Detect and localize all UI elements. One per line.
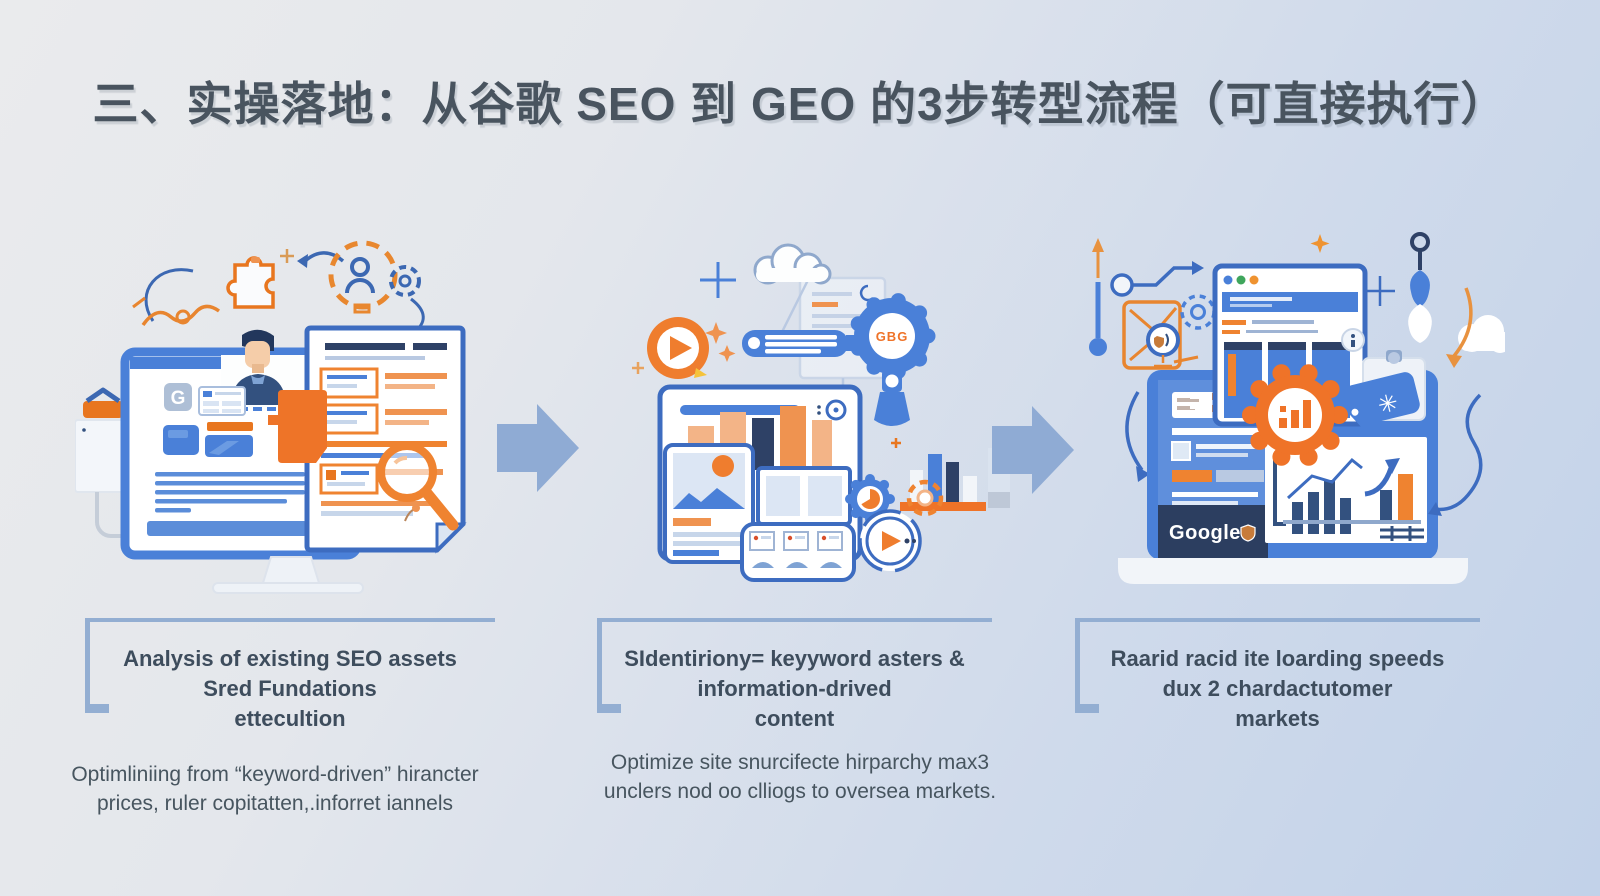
orange-gear-analytics-icon — [1242, 364, 1348, 466]
caption-line: Sred Fundations — [203, 676, 377, 701]
thumb-block — [163, 425, 199, 455]
sparkle-icon — [705, 322, 727, 344]
caption-line: SIdentiriony= keyyword asters & — [624, 646, 965, 671]
browser-logo-letter: G — [171, 388, 186, 409]
zigzag-arrow-icon — [1110, 261, 1204, 297]
note-line: Optimliniing from “keyword-driven” hiran… — [71, 763, 479, 786]
dashed-ring-icon — [906, 479, 944, 517]
caption-bracket — [597, 618, 992, 713]
gear-key-head: GBG — [850, 293, 936, 426]
step-1-caption: Analysis of existing SEO assets Sred Fun… — [85, 618, 495, 734]
thermometer-icon — [1089, 238, 1107, 356]
price-tag-icon: ✳ — [1338, 372, 1420, 427]
two-pane-window-icon — [756, 466, 852, 526]
caption-line: markets — [1235, 706, 1320, 731]
step-3-caption: Raarid racid ite loarding speeds dux 2 c… — [1075, 618, 1480, 734]
speed-analytics-illustration: Google — [1089, 232, 1505, 584]
puzzle-piece-icon — [226, 256, 275, 309]
plus-icon — [700, 262, 736, 298]
sparkle-icon — [718, 345, 736, 362]
note-line: Optimize site snurcifecte hirparchy max3 — [610, 751, 990, 774]
caption-line: Analysis of existing SEO assets — [123, 646, 457, 671]
caption-line: content — [754, 706, 835, 731]
step-2-caption: SIdentiriony= keyyword asters & informat… — [597, 618, 992, 734]
google-brand-strip: Google — [1158, 505, 1268, 560]
user-dashed-circle-icon — [328, 240, 398, 314]
step-1-note: Optimliniing from “keyword-driven” hiran… — [30, 760, 520, 818]
keyword-key-icon: GBG — [742, 293, 936, 426]
video-strip-icon — [740, 522, 856, 582]
curved-arrow-left — [1125, 391, 1144, 472]
note-line: prices, ruler copitatten,.inforret ianne… — [96, 792, 453, 815]
window-dot-orange — [1249, 275, 1259, 285]
caption-line: Raarid racid ite loarding speeds — [1110, 646, 1445, 671]
printer-box-icon — [75, 387, 134, 538]
mini-browser-card — [198, 386, 246, 416]
curved-arrow-orange — [1452, 287, 1473, 358]
monitor-stand — [212, 556, 364, 594]
shield-icon — [1240, 524, 1256, 542]
note-line: unclers nod oo clliogs to oversea market… — [603, 780, 997, 803]
text-lines — [155, 472, 305, 513]
plus-icon — [1365, 276, 1395, 306]
play-badge-icon — [858, 509, 922, 573]
orange-bar — [207, 422, 253, 431]
window-dot-blue — [1223, 275, 1233, 285]
flow-arrow-2 — [992, 406, 1074, 494]
browser-logo-icon: G — [164, 383, 192, 411]
google-brand-label: Google — [1169, 522, 1241, 544]
bottom-band — [147, 521, 307, 536]
gear-outline-icon — [389, 265, 421, 297]
gear-outline-icon — [1180, 294, 1216, 330]
wavy-arrow-right — [1433, 393, 1483, 512]
play-button-icon — [647, 317, 709, 379]
key-gear-label: GBG — [876, 329, 909, 344]
caption-line: ettecultion — [234, 706, 346, 731]
cloud-icon — [1458, 315, 1505, 353]
seo-audit-illustration: G — [75, 240, 467, 594]
edge-card-base — [988, 492, 1010, 508]
bookmark-ribbon-icon — [268, 390, 327, 463]
caption-bracket — [1075, 618, 1480, 713]
laptop-base — [1118, 558, 1468, 584]
keyword-content-illustration: GBG — [632, 243, 1010, 582]
cloud-icon — [753, 243, 832, 285]
flow-arrow-1 — [497, 404, 579, 492]
caption-bracket — [85, 618, 495, 713]
decorations-top — [132, 240, 425, 335]
step-2-note: Optimize site snurcifecte hirparchy max3… — [560, 748, 1040, 806]
plus-sparkle-icon — [280, 249, 294, 263]
page-title: 三、实操落地：从谷歌 SEO 到 GEO 的3步转型流程（可直接执行） — [92, 78, 1508, 130]
window-dot-green — [1236, 275, 1246, 285]
location-pendulum-icon — [1408, 232, 1432, 343]
mini-bar-chart-icon — [891, 438, 986, 511]
magnifier-icon — [377, 442, 459, 531]
doc-row-1 — [319, 367, 447, 399]
sparkle-icon — [1310, 234, 1330, 253]
magnifier-target-box-icon — [1122, 300, 1199, 370]
photo-card-icon — [663, 443, 755, 564]
plus-sparkle-icon — [632, 362, 644, 374]
caption-line: dux 2 chardactutomer — [1162, 676, 1393, 701]
caption-line: information-drived — [697, 676, 892, 701]
